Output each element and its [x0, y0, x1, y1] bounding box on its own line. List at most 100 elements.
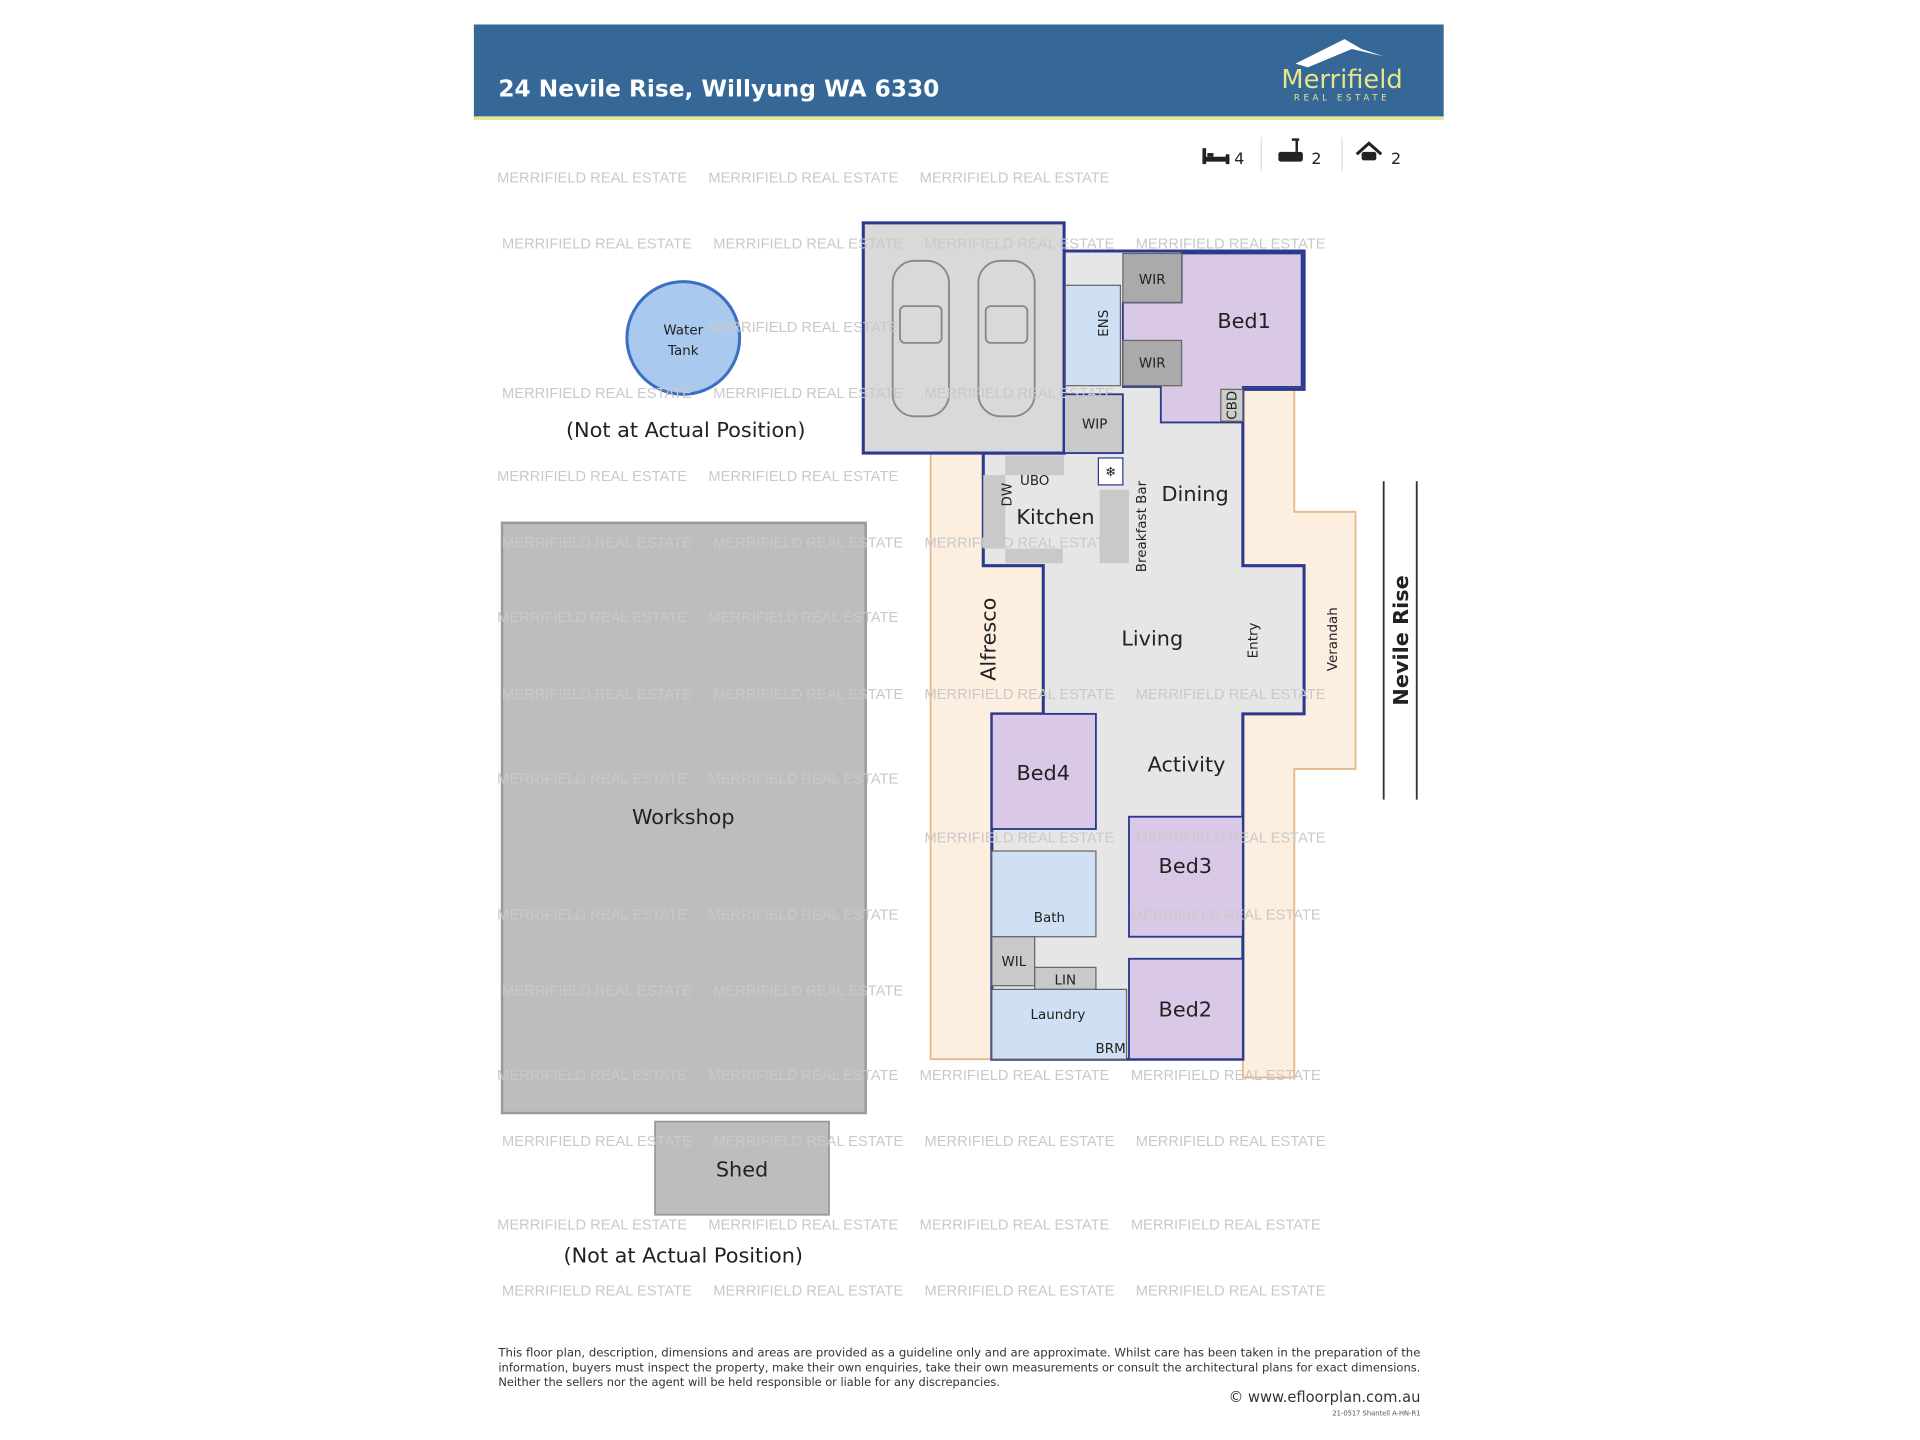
laundry-label: Laundry — [1031, 1008, 1086, 1023]
garage-count: 2 — [1391, 149, 1401, 168]
mountain-logo-icon — [1295, 39, 1384, 68]
water-tank: Water Tank — [625, 280, 742, 396]
watermark-text: MERRIFIELD REAL ESTATE — [708, 170, 898, 186]
bed3-label: Bed3 — [1159, 854, 1213, 878]
watermark-text: MERRIFIELD REAL ESTATE — [502, 386, 692, 402]
alfresco-label: Alfresco — [977, 598, 1001, 681]
watermark-text: MERRIFIELD REAL ESTATE — [924, 1284, 1114, 1300]
bed2-label: Bed2 — [1159, 997, 1213, 1021]
bath-icon — [1278, 138, 1303, 162]
watermark-text: MERRIFIELD REAL ESTATE — [502, 687, 692, 703]
garage-icon — [1355, 141, 1383, 161]
watermark-text: MERRIFIELD REAL ESTATE — [708, 1217, 898, 1233]
brm-label: BRM — [1096, 1042, 1126, 1057]
watermark-layer: MERRIFIELD REAL ESTATE MERRIFIELD REAL ES… — [497, 170, 1326, 1299]
bath-count: 2 — [1311, 149, 1321, 168]
bed-icon — [1202, 148, 1230, 165]
bed-count: 4 — [1234, 149, 1244, 168]
merrifield-logo: Merrifield REAL ESTATE — [1281, 39, 1403, 103]
disclaimer-line: information, buyers must inspect the pro… — [498, 1360, 1420, 1374]
logo-name: Merrifield — [1281, 65, 1402, 95]
bath-label: Bath — [1034, 911, 1065, 926]
kitchen-bench — [1005, 548, 1063, 564]
cbd-label: CBD — [1226, 391, 1241, 420]
wir-room — [1122, 252, 1183, 304]
verandah-area — [1241, 388, 1357, 1079]
workshop-label: Workshop — [632, 805, 735, 829]
watermark-text: MERRIFIELD REAL ESTATE — [1136, 1284, 1326, 1300]
watermark-text: MERRIFIELD REAL ESTATE — [924, 386, 1114, 402]
oven-label: UBO — [1020, 474, 1049, 489]
breakfast-bar-label: Breakfast Bar — [1135, 480, 1150, 572]
breakfast-bar — [1099, 489, 1129, 564]
watermark-text: MERRIFIELD REAL ESTATE — [713, 535, 903, 551]
verandah-label: Verandah — [1326, 607, 1341, 671]
wil-label: WIL — [1001, 955, 1026, 970]
living-label: Living — [1121, 626, 1183, 650]
car-icon — [891, 259, 1036, 418]
watermark-text: MERRIFIELD REAL ESTATE — [713, 1284, 903, 1300]
bed3-room — [1128, 815, 1244, 938]
cbd-cupboard — [1220, 388, 1244, 422]
water-tank-label: Tank — [667, 344, 699, 359]
watermark-text: MERRIFIELD REAL ESTATE — [1136, 1134, 1326, 1150]
watermark-text: MERRIFIELD REAL ESTATE — [920, 1217, 1110, 1233]
watermark-text: MERRIFIELD REAL ESTATE — [924, 687, 1114, 703]
watermark-text: MERRIFIELD REAL ESTATE — [1136, 830, 1326, 846]
watermark-text: MERRIFIELD REAL ESTATE — [497, 772, 687, 788]
bath-room — [991, 850, 1097, 938]
watermark-text: MERRIFIELD REAL ESTATE — [708, 1068, 898, 1084]
street-name: Nevile Rise — [1389, 575, 1413, 705]
ensuite-room — [1064, 284, 1122, 387]
watermark-text: MERRIFIELD REAL ESTATE — [924, 237, 1114, 253]
linen-label: LIN — [1055, 973, 1077, 988]
kitchen-bench — [983, 475, 1006, 549]
fridge-space — [1097, 457, 1124, 486]
water-tank-label: Water — [663, 323, 703, 338]
logo-subtitle: REAL ESTATE — [1294, 93, 1390, 103]
watermark-text: MERRIFIELD REAL ESTATE — [713, 386, 903, 402]
wir-room — [1122, 339, 1183, 387]
dishwasher-label: DW — [1000, 483, 1015, 507]
watermark-text: MERRIFIELD REAL ESTATE — [924, 1134, 1114, 1150]
plan-code: 21-0517 Shantell A-HN-R1 — [1332, 1410, 1420, 1418]
activity-label: Activity — [1148, 752, 1226, 776]
snowflake-icon: ❄ — [1105, 465, 1116, 480]
watermark-text: MERRIFIELD REAL ESTATE — [713, 1134, 903, 1150]
garage-area — [861, 221, 1066, 455]
wip-room — [1063, 393, 1124, 454]
tank-position-note: (Not at Actual Position) — [566, 418, 806, 442]
watermark-text: MERRIFIELD REAL ESTATE — [1136, 237, 1326, 253]
bed4-label: Bed4 — [1017, 761, 1071, 785]
watermark-text: MERRIFIELD REAL ESTATE — [502, 535, 692, 551]
watermark-text: MERRIFIELD REAL ESTATE — [497, 170, 687, 186]
shed-area — [654, 1120, 830, 1216]
watermark-text: MERRIFIELD REAL ESTATE — [920, 1068, 1110, 1084]
watermark-text: MERRIFIELD REAL ESTATE — [502, 237, 692, 253]
property-address: 24 Nevile Rise, Willyung WA 6330 — [498, 76, 939, 103]
watermark-text: MERRIFIELD REAL ESTATE — [924, 830, 1114, 846]
watermark-text: MERRIFIELD REAL ESTATE — [924, 535, 1114, 551]
laundry-room — [991, 988, 1128, 1060]
disclaimer-line: This floor plan, description, dimensions… — [497, 1346, 1420, 1360]
workshop-area — [500, 521, 867, 1115]
wil-room — [991, 936, 1036, 987]
watermark-text: MERRIFIELD REAL ESTATE — [1131, 1217, 1321, 1233]
watermark-text: MERRIFIELD REAL ESTATE — [502, 1134, 692, 1150]
watermark-text: MERRIFIELD REAL ESTATE — [1136, 687, 1326, 703]
dining-label: Dining — [1162, 482, 1229, 506]
watermark-text: MERRIFIELD REAL ESTATE — [708, 908, 898, 924]
ensuite-label: ENS — [1097, 310, 1112, 337]
wir-label: WIR — [1139, 273, 1166, 288]
header-banner: 24 Nevile Rise, Willyung WA 6330 Merrifi… — [473, 24, 1444, 120]
kitchen-bench — [1005, 455, 1065, 476]
copyright-link[interactable]: © www.efloorplan.com.au — [1229, 1389, 1421, 1406]
watermark-text: MERRIFIELD REAL ESTATE — [502, 984, 692, 1000]
watermark-text: MERRIFIELD REAL ESTATE — [497, 1068, 687, 1084]
kitchen-label: Kitchen — [1016, 505, 1094, 529]
watermark-text: MERRIFIELD REAL ESTATE — [708, 772, 898, 788]
watermark-text: MERRIFIELD REAL ESTATE — [497, 908, 687, 924]
entry-label: Entry — [1247, 622, 1262, 658]
